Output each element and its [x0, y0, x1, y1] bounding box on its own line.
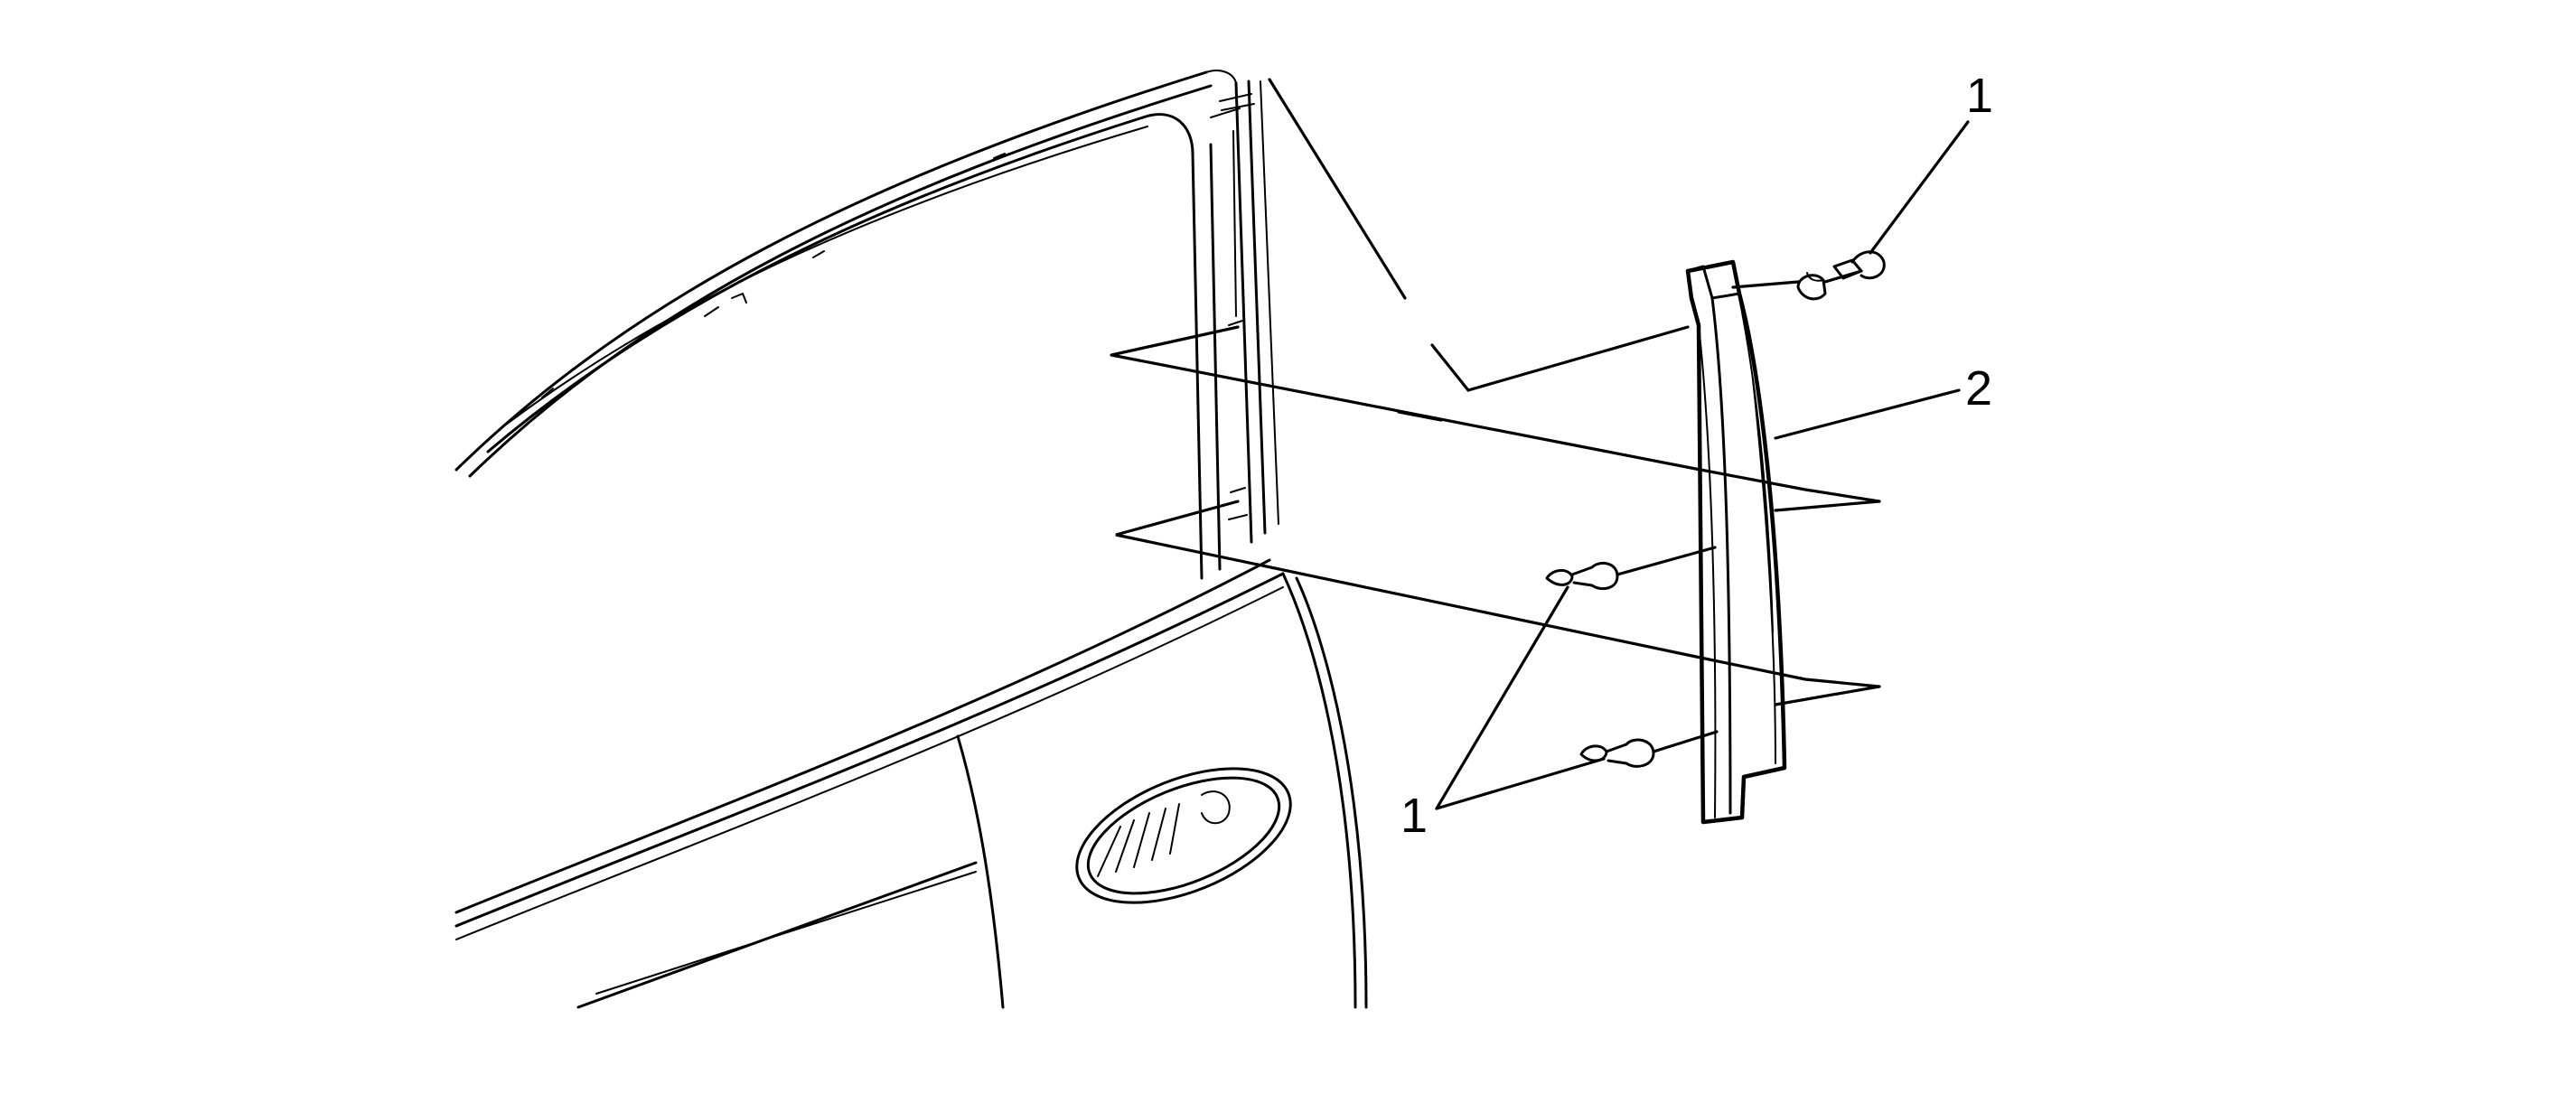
fastener-top	[1796, 250, 1886, 301]
assembly-lines	[1110, 78, 1881, 753]
fastener-bottom	[1579, 738, 1655, 768]
callout-label-fasteners-lower: 1	[1400, 789, 1428, 843]
b-pillar-trim-panel	[1685, 259, 1787, 825]
door-handle	[1075, 767, 1292, 904]
callout-leaders	[1435, 120, 1970, 810]
callout-label-trim-panel: 2	[1965, 361, 1992, 416]
callout-label-fastener-top: 1	[1966, 69, 1993, 123]
fastener-middle	[1545, 561, 1619, 591]
vehicle-door-frame	[454, 70, 1368, 1009]
